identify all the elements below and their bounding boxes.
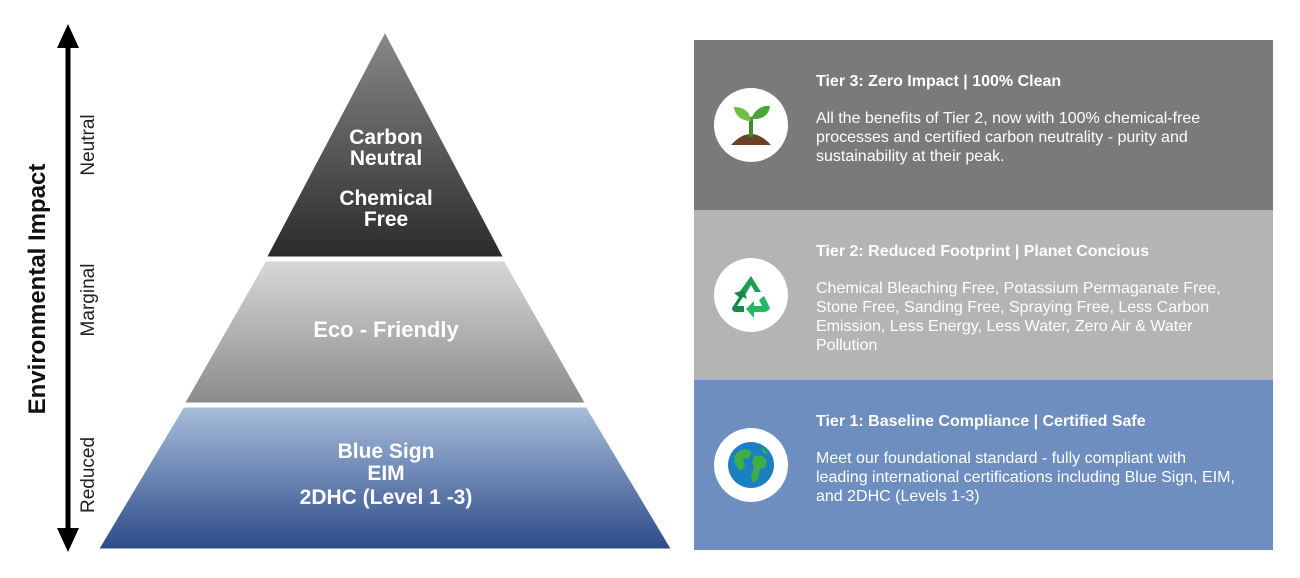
tier1-panel: Tier 1: Baseline Compliance | Certified … xyxy=(694,380,1273,550)
impact-axis: Environmental Impact Neutral Marginal Re… xyxy=(0,0,110,578)
pyramid-bottom-label-3: 2DHC (Level 1 -3) xyxy=(300,486,473,509)
pyramid-top-label-1: Carbon xyxy=(349,126,423,149)
pyramid: Carbon Neutral Chemical Free Eco - Frien… xyxy=(95,28,676,552)
axis-title: Environmental Impact xyxy=(24,163,51,415)
pyramid-bottom-label-2: EIM xyxy=(367,462,404,485)
globe-icon xyxy=(714,428,788,502)
pyramid-top-label-2: Neutral xyxy=(350,147,422,170)
pyramid-bottom-label-1: Blue Sign xyxy=(338,440,435,463)
pyramid-top-label-4: Free xyxy=(364,208,408,231)
pyramid-top-label-3: Chemical xyxy=(339,187,432,210)
tier2-description: Chemical Bleaching Free, Potassium Perma… xyxy=(816,280,1221,354)
tier3-title: Tier 3: Zero Impact | 100% Clean xyxy=(816,73,1062,90)
pyramid-tier-bottom xyxy=(95,404,676,552)
pyramid-tier-top xyxy=(262,28,508,260)
tier3-description: All the benefits of Tier 2, now with 100… xyxy=(816,110,1201,165)
tier2-panel: Tier 2: Reduced Footprint | Planet Conci… xyxy=(694,210,1273,380)
tier2-title: Tier 2: Reduced Footprint | Planet Conci… xyxy=(816,243,1150,260)
tier1-description: Meet our foundational standard - fully c… xyxy=(816,450,1235,505)
pyramid-middle-label: Eco - Friendly xyxy=(313,317,459,342)
tier1-title: Tier 1: Baseline Compliance | Certified … xyxy=(816,413,1146,430)
pyramid-tier-middle xyxy=(180,258,590,406)
tier3-panel: Tier 3: Zero Impact | 100% Clean All the… xyxy=(694,40,1273,210)
sprout-icon xyxy=(714,88,788,162)
recycle-icon xyxy=(714,258,788,332)
axis-arrow xyxy=(57,24,79,552)
